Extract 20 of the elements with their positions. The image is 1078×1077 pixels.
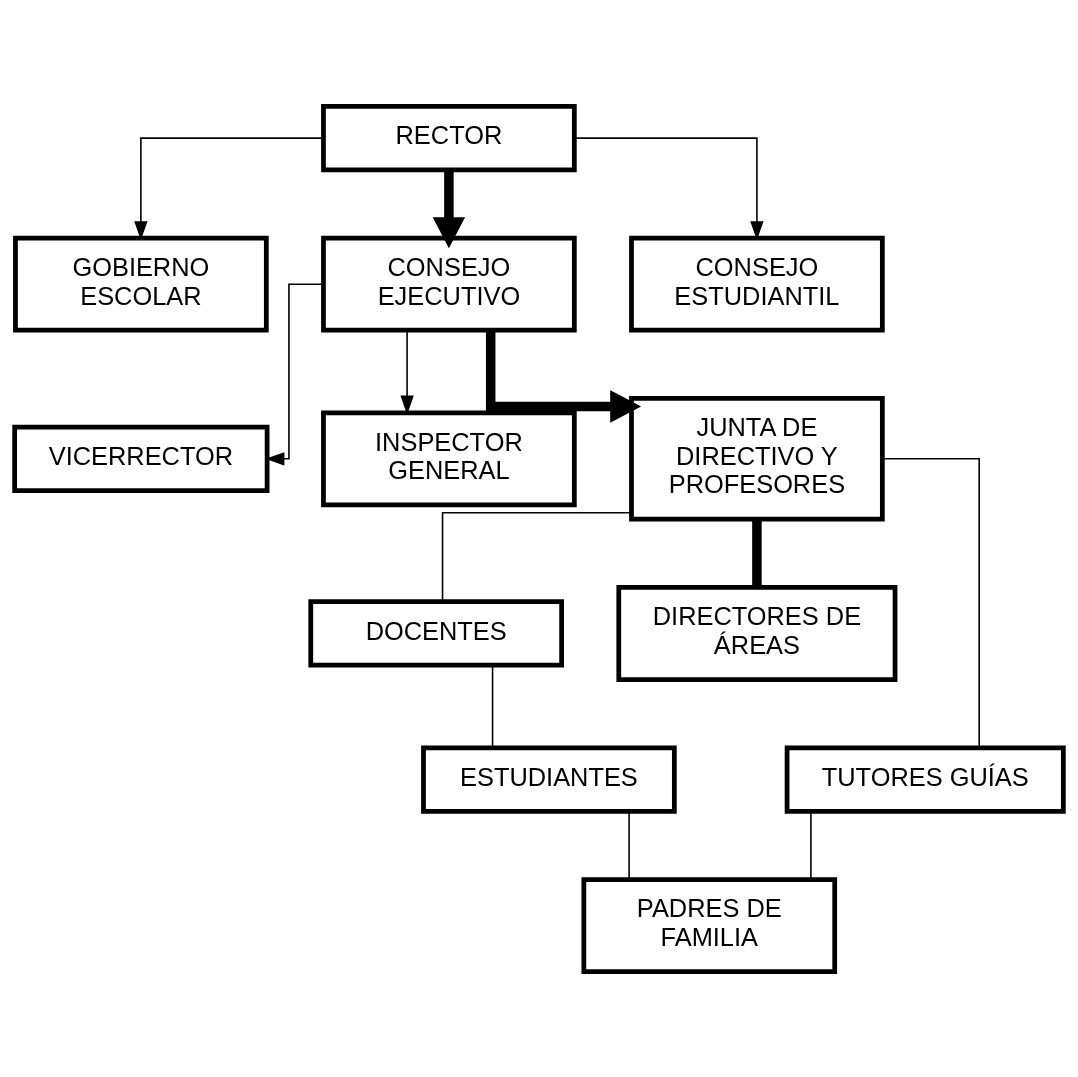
- node-box: DOCENTES: [308, 598, 564, 668]
- connector: [752, 518, 762, 587]
- node-box: DIRECTORES DE ÁREAS: [616, 584, 898, 682]
- node-box: CONSEJO ESTUDIANTIL: [629, 235, 885, 333]
- node-box: VICERRECTOR: [12, 424, 270, 493]
- node-box: TUTORES GUÍAS: [784, 744, 1066, 814]
- connector: [491, 664, 494, 748]
- node-box: JUNTA DE DIRECTIVO Y PROFESORES: [629, 395, 885, 522]
- connector: [628, 810, 630, 880]
- arrow: [432, 170, 466, 248]
- connector: [810, 810, 812, 880]
- connector: [441, 511, 633, 602]
- node-box: GOBIERNO ESCOLAR: [13, 235, 269, 333]
- node-box: PADRES DE FAMILIA: [581, 876, 838, 974]
- node-box: INSPECTOR GENERAL: [321, 409, 577, 507]
- node-box: CONSEJO EJECUTIVO: [321, 235, 577, 333]
- node-box: ESTUDIANTES: [421, 744, 677, 814]
- node-box: RECTOR: [321, 103, 577, 172]
- connector: [881, 457, 980, 748]
- arrow: [485, 329, 642, 423]
